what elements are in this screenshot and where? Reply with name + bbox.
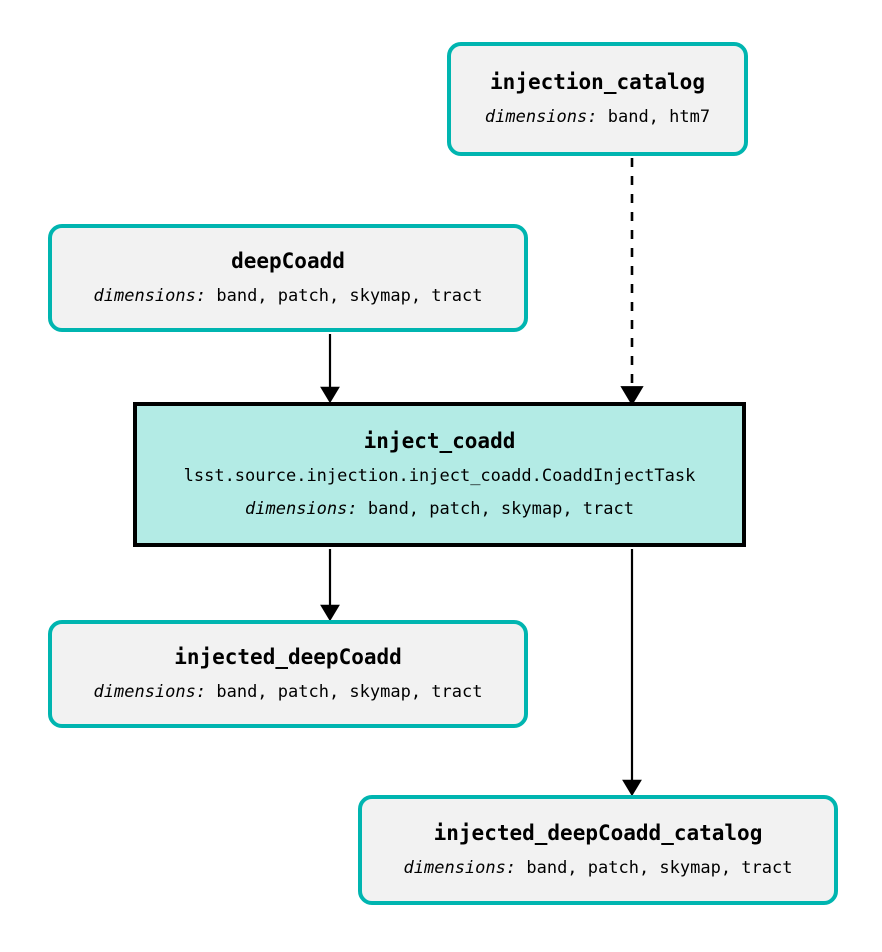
dimensions-value: band, patch, skymap, tract xyxy=(216,682,483,703)
node-title: injected_deepCoadd_catalog xyxy=(433,821,763,846)
dimensions-value: band, htm7 xyxy=(607,107,711,128)
node-dimensions: dimensions: band, patch, skymap, tract xyxy=(94,683,483,702)
node-class-path: lsst.source.injection.inject_coadd.Coadd… xyxy=(183,466,696,487)
dataset-node-injection-catalog[interactable]: injection_catalog dimensions: band, htm7 xyxy=(447,42,748,156)
dimensions-value: band, patch, skymap, tract xyxy=(526,858,793,879)
node-title: injection_catalog xyxy=(490,70,705,95)
dimensions-label: dimensions: xyxy=(484,107,598,128)
dimensions-label: dimensions: xyxy=(245,499,358,520)
dimensions-value: band, patch, skymap, tract xyxy=(367,499,634,520)
node-dimensions: dimensions: band, patch, skymap, tract xyxy=(94,287,483,306)
node-dimensions: dimensions: band, patch, skymap, tract xyxy=(404,859,793,878)
dataset-node-injected-deep-coadd-catalog[interactable]: injected_deepCoadd_catalog dimensions: b… xyxy=(358,795,838,905)
dataset-node-injected-deep-coadd[interactable]: injected_deepCoadd dimensions: band, pat… xyxy=(48,620,528,728)
node-title: injected_deepCoadd xyxy=(174,645,402,670)
node-title: inject_coadd xyxy=(363,429,516,454)
node-dimensions: dimensions: band, patch, skymap, tract xyxy=(245,500,634,519)
dimensions-label: dimensions: xyxy=(93,682,207,703)
node-title: deepCoadd xyxy=(231,249,345,274)
node-dimensions: dimensions: band, htm7 xyxy=(485,108,710,127)
dimensions-label: dimensions: xyxy=(403,858,517,879)
dimensions-value: band, patch, skymap, tract xyxy=(216,286,483,307)
dataset-node-deep-coadd[interactable]: deepCoadd dimensions: band, patch, skyma… xyxy=(48,224,528,332)
dimensions-label: dimensions: xyxy=(93,286,207,307)
task-node-inject-coadd[interactable]: inject_coadd lsst.source.injection.injec… xyxy=(133,402,746,547)
